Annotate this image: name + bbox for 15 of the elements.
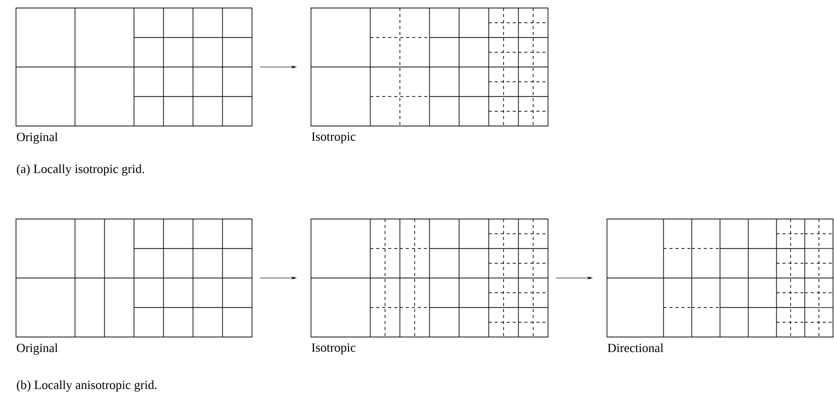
grid-drawing <box>310 218 548 338</box>
grid-caption: Isotropic <box>312 132 356 144</box>
arrow <box>260 276 296 280</box>
grid-drawing <box>16 8 252 126</box>
grid-caption: Original <box>16 132 58 144</box>
grid-drawing <box>16 218 252 338</box>
grid-drawing <box>606 218 834 338</box>
arrow <box>556 276 592 280</box>
figure-caption: (a) Locally isotropic grid. <box>16 164 144 176</box>
grid-caption: Directional <box>608 343 664 352</box>
grid-caption: Original <box>16 343 58 355</box>
figure-caption: (b) Locally anisotropic grid. <box>16 380 156 392</box>
arrow <box>260 66 296 68</box>
grid-caption: Isotropic <box>312 343 356 354</box>
grid-drawing <box>310 8 548 126</box>
